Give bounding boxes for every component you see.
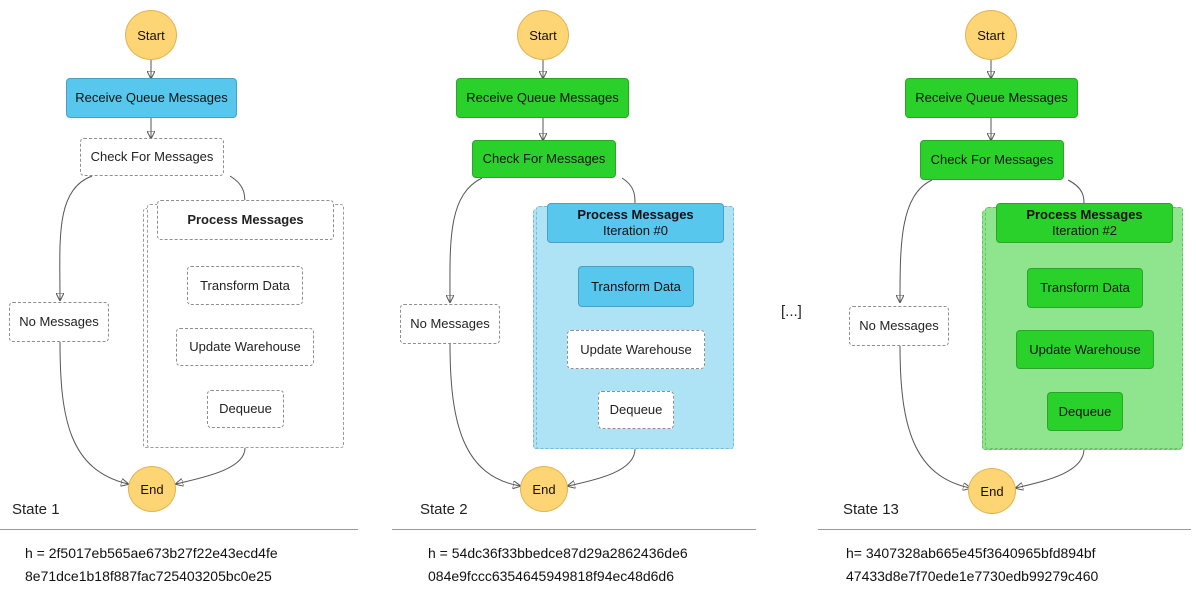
state-label: State 2 xyxy=(420,501,468,518)
transform-data-step: Transform Data xyxy=(578,266,694,307)
check-for-messages-step: Check For Messages xyxy=(80,138,224,176)
process-messages-title: Process Messages xyxy=(1026,207,1143,222)
state-panel-2: Start Receive Queue Messages Check For M… xyxy=(392,0,762,599)
dequeue-step: Dequeue xyxy=(598,391,674,429)
state-panel-1: Start Receive Queue Messages Check For M… xyxy=(0,0,360,599)
process-messages-header: Process Messages Iteration #0 xyxy=(547,203,724,243)
divider xyxy=(0,529,358,530)
hash-line-1: h = 54dc36f33bbedce87d29a2862436de6 xyxy=(428,545,688,561)
ellipsis-separator: [...] xyxy=(781,303,802,320)
no-messages-step: No Messages xyxy=(9,302,109,342)
hash-line-2: 084e9fccc6354645949818f94ec48d6d6 xyxy=(428,568,675,584)
process-messages-header: Process Messages Iteration #2 xyxy=(996,203,1173,243)
receive-queue-messages-step: Receive Queue Messages xyxy=(66,78,237,118)
dequeue-step: Dequeue xyxy=(207,390,284,428)
no-messages-step: No Messages xyxy=(400,304,500,344)
update-warehouse-step: Update Warehouse xyxy=(567,330,705,369)
hash-line-2: 8e71dce1b18f887fac725403205bc0e25 xyxy=(25,568,272,584)
process-messages-title: Process Messages xyxy=(187,212,304,227)
process-messages-title: Process Messages xyxy=(577,207,694,222)
iteration-label: Iteration #2 xyxy=(1051,223,1118,238)
transform-data-step: Transform Data xyxy=(187,266,303,305)
hash-line-1: h= 3407328ab665e45f3640965bfd894bf xyxy=(846,545,1096,561)
state-panel-3: Start Receive Queue Messages Check For M… xyxy=(818,0,1196,599)
update-warehouse-step: Update Warehouse xyxy=(1016,330,1154,369)
end-node: End xyxy=(968,468,1016,514)
update-warehouse-step: Update Warehouse xyxy=(176,328,314,366)
check-for-messages-step: Check For Messages xyxy=(472,140,616,178)
process-messages-header: Process Messages xyxy=(157,200,334,240)
no-messages-step: No Messages xyxy=(849,306,949,346)
start-node: Start xyxy=(517,10,569,60)
receive-queue-messages-step: Receive Queue Messages xyxy=(456,78,629,118)
hash-line-2: 47433d8e7f70ede1e7730edb99279c460 xyxy=(846,568,1099,584)
divider xyxy=(818,529,1191,530)
end-node: End xyxy=(128,466,176,512)
start-node: Start xyxy=(965,10,1017,60)
transform-data-step: Transform Data xyxy=(1027,268,1143,308)
hash-line-1: h = 2f5017eb565ae673b27f22e43ecd4fe xyxy=(25,545,278,561)
check-for-messages-step: Check For Messages xyxy=(920,140,1064,180)
state-label: State 1 xyxy=(12,501,60,518)
divider xyxy=(392,529,756,530)
iteration-label: Iteration #0 xyxy=(602,223,669,238)
state-label: State 13 xyxy=(843,501,899,518)
end-node: End xyxy=(520,466,568,512)
dequeue-step: Dequeue xyxy=(1047,392,1123,431)
receive-queue-messages-step: Receive Queue Messages xyxy=(905,78,1078,118)
start-node: Start xyxy=(125,10,177,60)
